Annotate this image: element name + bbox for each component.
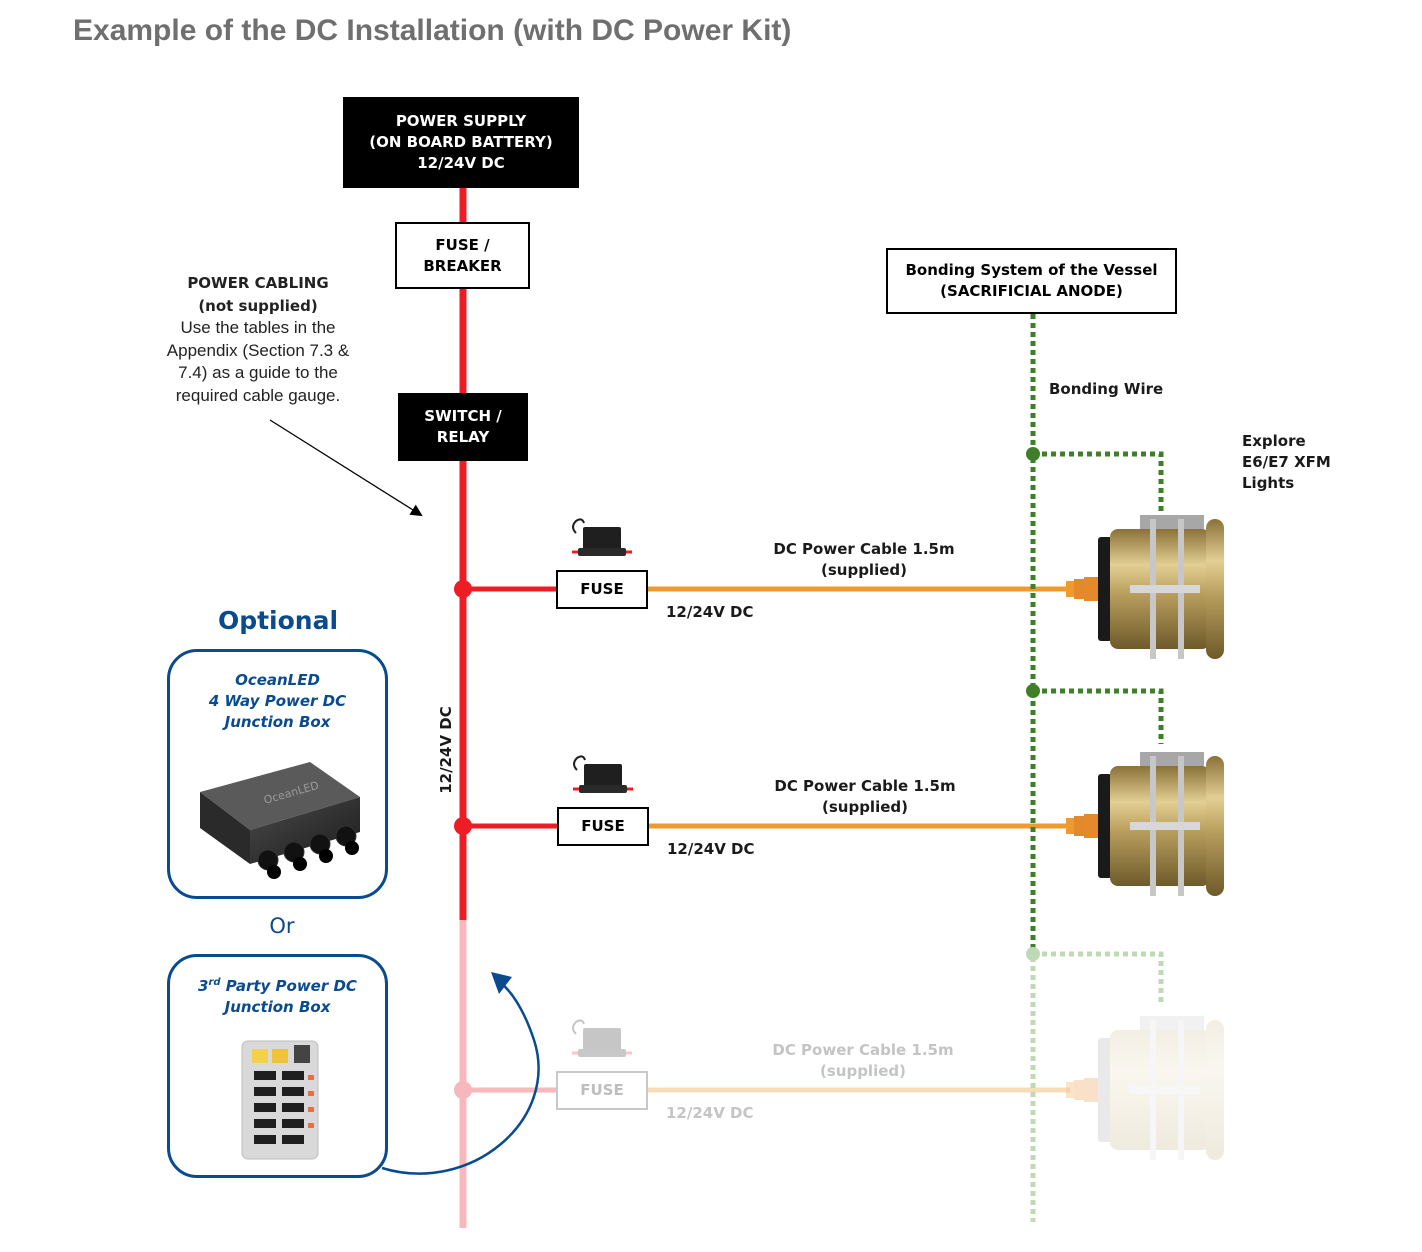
third-party-line1: Party Power DC (220, 977, 357, 995)
bonding-dot-3 (1026, 947, 1040, 961)
bonding-tap-3 (1033, 951, 1164, 1004)
power-supply-line2: (ON BOARD BATTERY) (369, 133, 553, 151)
branch2-fuse-label: FUSE (581, 817, 625, 835)
power-cabling-arrow (269, 419, 423, 517)
bonding-tap-2 (1033, 688, 1164, 744)
bonding-line1: Bonding System of the Vessel (905, 261, 1158, 279)
power-cabling-body-line: 7.4) as a guide to the (178, 363, 338, 382)
branch3-cable-line1: DC Power Cable 1.5m (772, 1041, 954, 1059)
bus-voltage-text: 12/24V DC (437, 706, 455, 794)
branch3-fuse-box: FUSE (556, 1071, 648, 1110)
power-cabling-body-line: required cable gauge. (175, 385, 341, 405)
blade-fuse-icon (572, 1019, 632, 1057)
switch-relay-line2: RELAY (436, 428, 490, 446)
fuse-block-image (241, 1040, 319, 1160)
branch2-cable-label: DC Power Cable 1.5m (supplied) (765, 776, 965, 817)
switch-relay-line1: SWITCH / (424, 407, 502, 425)
bonding-dot-1 (1026, 447, 1040, 461)
branch2-cable-line1: DC Power Cable 1.5m (774, 777, 956, 795)
branch1-voltage: 12/24V DC (666, 603, 754, 621)
power-supply-box: POWER SUPPLY (ON BOARD BATTERY) 12/24V D… (343, 97, 579, 188)
power-supply-line3: 12/24V DC (417, 154, 505, 172)
oceanled-junction-title: OceanLED 4 Way Power DC Junction Box (170, 670, 385, 733)
oceanled-line1: OceanLED (235, 671, 320, 689)
junction-box-image: OceanLED (200, 762, 360, 879)
third-party-prefix: 3 (198, 977, 209, 995)
switch-relay-box: SWITCH / RELAY (398, 393, 528, 461)
junction-curved-arrow (381, 981, 540, 1175)
power-cabling-note: POWER CABLING (not supplied) Use the tab… (150, 272, 366, 407)
bonding-tap-1 (1033, 451, 1164, 512)
third-party-junction-box-card: 3rd Party Power DC Junction Box (167, 954, 388, 1178)
fuse-breaker-box: FUSE / BREAKER (395, 222, 530, 289)
branch1-fuse-box: FUSE (556, 570, 648, 609)
underwater-light-icon (1066, 752, 1224, 896)
underwater-light-icon (1066, 1016, 1224, 1160)
underwater-light-icon (1066, 515, 1224, 659)
third-party-junction-title: 3rd Party Power DC Junction Box (170, 972, 385, 1018)
oceanled-line3: Junction Box (224, 713, 331, 731)
branch2-cable-line2: (supplied) (822, 797, 908, 816)
page-title: Example of the DC Installation (with DC … (73, 14, 792, 47)
power-cabling-sub: (not supplied) (198, 296, 318, 315)
or-label: Or (269, 914, 295, 938)
branch3-cable-label: DC Power Cable 1.5m (supplied) (763, 1040, 963, 1081)
branch1-fuse-label: FUSE (580, 580, 624, 598)
third-party-sup: rd (208, 977, 221, 988)
lights-label: Explore E6/E7 XFM Lights (1242, 431, 1331, 494)
branch1-junction-dot (454, 580, 472, 598)
branch2-junction-dot (454, 817, 472, 835)
blade-fuse-icon (572, 518, 632, 556)
branch3-voltage: 12/24V DC (666, 1104, 754, 1122)
fuse-breaker-line1: FUSE / (435, 235, 490, 254)
oceanled-line2: 4 Way Power DC (208, 692, 347, 710)
lights-line2: E6/E7 XFM (1242, 453, 1331, 471)
branch1-cable-line1: DC Power Cable 1.5m (773, 540, 955, 558)
bonding-system-box: Bonding System of the Vessel (SACRIFICIA… (886, 248, 1177, 314)
branch3-cable-line2: (supplied) (820, 1061, 906, 1080)
blade-fuse-icon (573, 755, 633, 793)
power-cabling-heading: POWER CABLING (187, 274, 329, 292)
junction-arrow-head (491, 972, 512, 994)
branch1-cable-label: DC Power Cable 1.5m (supplied) (764, 539, 964, 580)
power-supply-line1: POWER SUPPLY (395, 112, 527, 130)
branch3-fuse-label: FUSE (580, 1081, 624, 1099)
bonding-wire-label: Bonding Wire (1049, 380, 1164, 398)
oceanled-junction-box-card: OceanLED 4 Way Power DC Junction Box Oce… (167, 649, 388, 899)
branch2-fuse-box: FUSE (557, 807, 649, 846)
lights-line3: Lights (1242, 474, 1295, 492)
optional-heading: Optional (217, 606, 339, 635)
third-party-line2: Junction Box (224, 998, 331, 1016)
power-cabling-body-line: Use the tables in the (180, 318, 336, 337)
lights-line1: Explore (1242, 432, 1306, 450)
branch3-junction-dot (454, 1081, 472, 1099)
bus-voltage-label: 12/24V DC (424, 700, 468, 800)
bonding-line2: (SACRIFICIAL ANODE) (940, 282, 1123, 300)
fuse-breaker-line2: BREAKER (423, 256, 502, 275)
branch1-cable-line2: (supplied) (821, 560, 907, 579)
branch2-voltage: 12/24V DC (667, 840, 755, 858)
bonding-dot-2 (1026, 684, 1040, 698)
power-cabling-body-line: Appendix (Section 7.3 & (166, 340, 350, 360)
